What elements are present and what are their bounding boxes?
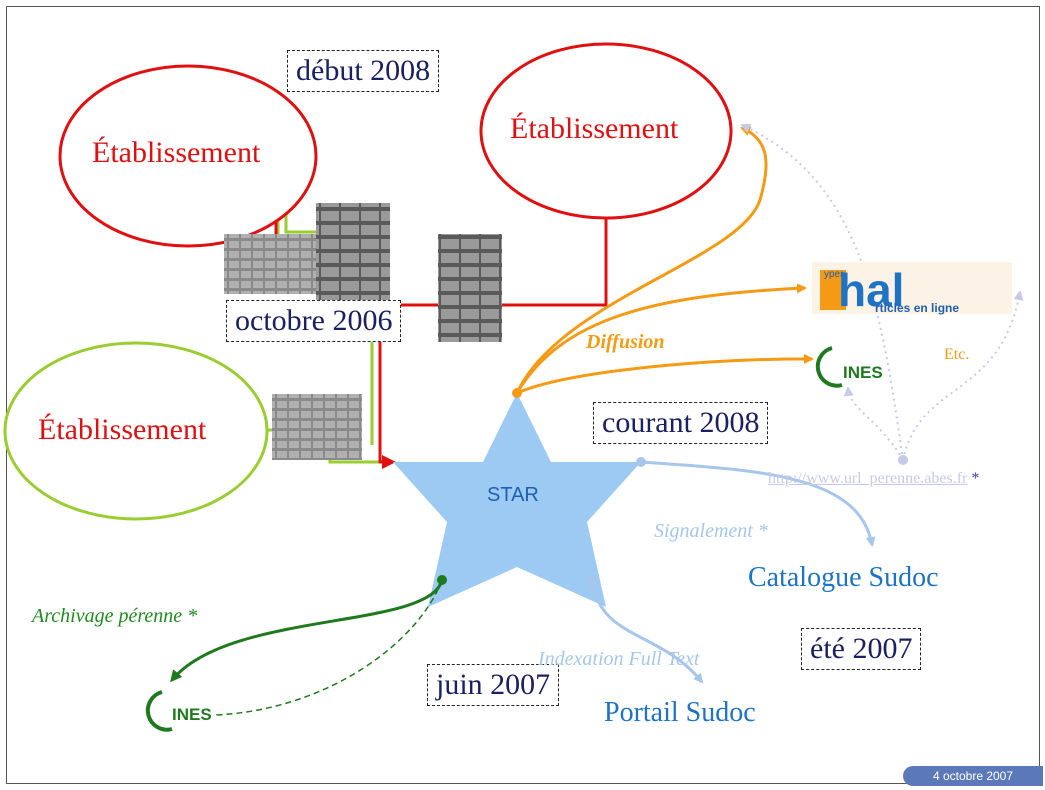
green-to-cines <box>170 579 444 683</box>
date-octobre-2006: octobre 2006 <box>226 300 402 342</box>
catalogue-sudoc-label: Catalogue Sudoc <box>748 562 939 593</box>
lav-to-cines <box>843 386 904 461</box>
cines-logo-top: INES <box>815 346 883 388</box>
orange-to-cines <box>516 353 814 395</box>
footer-date-badge: 4 octobre 2007 <box>903 766 1043 786</box>
svg-text:INES: INES <box>843 363 883 382</box>
etablissement-ellipse-top-left <box>58 64 318 248</box>
orange-origin <box>512 388 522 398</box>
keyboard-photo-1 <box>224 234 320 294</box>
svg-text:hal: hal <box>838 264 904 316</box>
date-ete-2007: été 2007 <box>801 628 922 670</box>
date-debut-2008: début 2008 <box>287 50 440 92</box>
diffusion-label: Diffusion <box>586 331 665 353</box>
archivage-label: Archivage pérenne * <box>32 605 198 627</box>
url-asterisk: * <box>971 470 980 487</box>
orange-to-hal <box>515 283 807 394</box>
etablissement-label-top-right: Établissement <box>510 112 679 145</box>
orange-to-etablissement <box>515 126 768 394</box>
date-courant-2008: courant 2008 <box>593 402 769 444</box>
slide-frame <box>6 6 1040 784</box>
suitcases-photo-1 <box>316 203 390 308</box>
svg-text:rticles en ligne: rticles en ligne <box>875 301 959 315</box>
etablissement-label-bottom-left: Établissement <box>38 413 207 446</box>
url-line: http://www.url_perenne.abes.fr * <box>768 470 979 488</box>
etc-label: Etc. <box>944 346 970 363</box>
blue-to-catalogue <box>640 460 876 547</box>
green-dashed <box>214 579 443 716</box>
star-shape <box>393 393 641 607</box>
date-juin-2007: juin 2007 <box>427 664 560 706</box>
svg-text:INES: INES <box>172 705 212 724</box>
hal-logo: yper hal rticles en ligne <box>812 262 1012 316</box>
keyboard-photo-2 <box>272 394 362 460</box>
star-label: STAR <box>487 484 539 506</box>
blue-to-portail <box>590 579 704 684</box>
etablissement-ellipse-top-right <box>479 42 733 220</box>
suitcases-photo-2 <box>438 234 502 342</box>
etablissement-label-top-left: Établissement <box>92 136 261 169</box>
indexation-label: Indexation Full Text <box>538 648 700 670</box>
lav-to-hal <box>902 290 1024 461</box>
svg-text:yper: yper <box>824 269 844 280</box>
signalement-label: Signalement * <box>654 520 768 542</box>
cines-logo-bottom: INES <box>145 690 212 732</box>
portail-sudoc-label: Portail Sudoc <box>604 697 756 728</box>
perenne-url-link[interactable]: http://www.url_perenne.abes.fr <box>768 470 968 487</box>
etablissement-ellipse-bottom-left <box>3 341 269 521</box>
